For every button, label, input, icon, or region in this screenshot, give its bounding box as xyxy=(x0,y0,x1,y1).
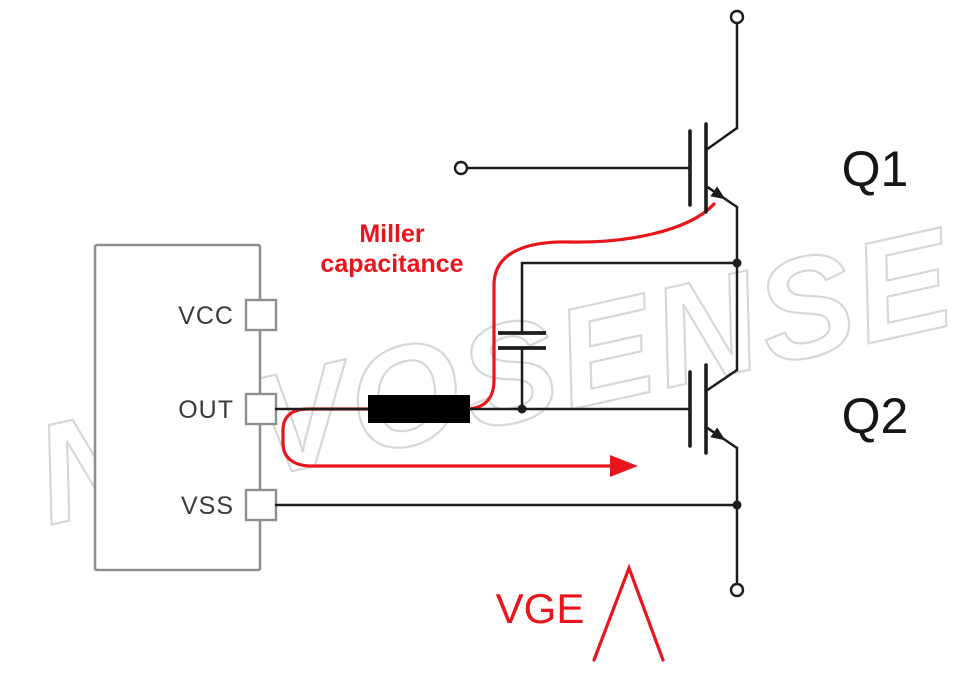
miller-current-arrowhead xyxy=(610,455,638,477)
gate-driver-ic: VCC OUT VSS xyxy=(93,243,278,572)
pin-label-vss: VSS xyxy=(181,492,234,520)
miller-current-curve xyxy=(281,202,716,468)
miller-capacitor xyxy=(498,261,739,411)
q1-collector-diagonal xyxy=(704,126,739,152)
q2-collector-diagonal xyxy=(704,368,739,393)
vge-label: VGE xyxy=(496,585,585,632)
pin-pad-out xyxy=(244,392,278,426)
pin-pad-vss xyxy=(244,488,278,522)
vge-spike-waveform xyxy=(592,563,665,662)
pin-pad-vcc xyxy=(244,298,278,332)
q1-emitter-arrow xyxy=(704,184,726,200)
vge-spike-annotation: VGE xyxy=(496,563,665,662)
q2-emitter-arrow xyxy=(704,425,726,441)
igbt-q1 xyxy=(453,9,745,265)
miller-current-path xyxy=(281,202,716,477)
q1-label: Q1 xyxy=(842,141,909,197)
q1-collector-terminal xyxy=(729,9,745,25)
gate-resistor xyxy=(368,395,470,423)
igbt-q2 xyxy=(688,363,745,598)
pin-label-vcc: VCC xyxy=(178,302,234,330)
miller-capacitance-annotation: Miller capacitance xyxy=(320,220,463,278)
q1-gate-terminal xyxy=(453,160,469,176)
gate-drive-net xyxy=(274,395,692,423)
miller-label-line1: Miller xyxy=(359,220,425,248)
pin-label-out: OUT xyxy=(178,396,234,424)
q2-emitter-terminal xyxy=(729,582,745,598)
miller-label-line2: capacitance xyxy=(320,250,463,278)
q2-label: Q2 xyxy=(842,388,909,444)
